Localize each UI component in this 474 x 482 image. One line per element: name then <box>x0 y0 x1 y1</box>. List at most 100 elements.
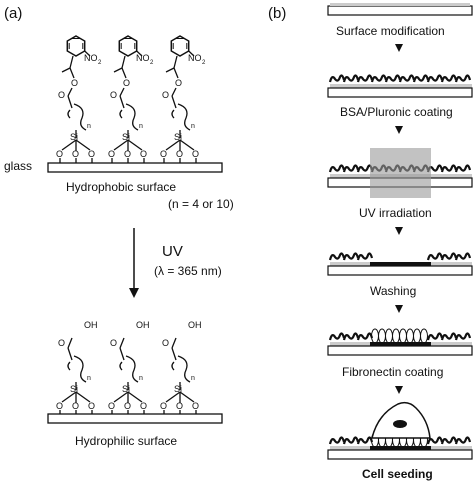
bsa-layer <box>328 252 472 262</box>
coating-layer <box>431 342 472 346</box>
oxygen-label: O <box>71 78 78 88</box>
coating-layer <box>330 262 370 266</box>
coating-layer <box>431 446 472 450</box>
oh-label: OH <box>136 320 150 330</box>
coating-layer <box>431 262 472 266</box>
slide-step-2 <box>327 87 473 98</box>
oxygen-label: O <box>108 401 115 411</box>
fibronectin-layer <box>371 328 428 344</box>
step-label-2: BSA/Pluronic coating <box>340 105 453 119</box>
slide-step-4 <box>327 265 473 276</box>
oxygen-label: O <box>58 90 65 100</box>
oxygen-label: O <box>124 149 131 159</box>
glass-substrate <box>47 162 223 173</box>
silicon-label: Si <box>174 384 182 394</box>
repeat-n: n <box>191 375 195 382</box>
step-arrow <box>395 44 403 52</box>
nitro-label: NO <box>136 53 150 63</box>
silicon-label: Si <box>174 132 182 142</box>
oxygen-label: O <box>192 401 199 411</box>
repeat-n: n <box>191 123 195 130</box>
oxygen-label: O <box>162 338 169 348</box>
oxygen-label: O <box>192 149 199 159</box>
oxygen-label: O <box>160 401 167 411</box>
hydrophobic-caption: Hydrophobic surface <box>66 180 176 194</box>
acid-molecule <box>59 337 93 417</box>
silicon-label: Si <box>70 384 78 394</box>
oh-label: OH <box>84 320 98 330</box>
oxygen-label: O <box>108 149 115 159</box>
caged-molecule <box>111 35 145 165</box>
oxygen-label: O <box>72 149 79 159</box>
step-arrow <box>395 305 403 313</box>
atom-labels-bottom: OH OH OH O O O n n n Si Si Si O O O O O … <box>56 320 202 411</box>
oxygen-label: O <box>175 78 182 88</box>
panel-b: (b) Surface modification BSA/Pluronic co… <box>268 3 473 481</box>
repeat-n: n <box>139 123 143 130</box>
oxygen-label: O <box>110 90 117 100</box>
uv-label: UV <box>162 243 183 260</box>
glass-substrate-bottom <box>47 413 223 424</box>
repeat-n: n <box>139 375 143 382</box>
step-label-6: Cell seeding <box>362 467 433 481</box>
oxygen-label: O <box>176 401 183 411</box>
step-label-5: Fibronectin coating <box>342 365 443 379</box>
oxygen-label: O <box>88 149 95 159</box>
coating-layer <box>330 446 370 450</box>
hydrophilic-pattern <box>370 262 431 266</box>
uv-arrowhead <box>129 288 139 298</box>
nitro-subscript: 2 <box>98 60 102 66</box>
step-arrow <box>395 126 403 134</box>
step-label-4: Washing <box>370 284 416 298</box>
glass-label: glass <box>4 159 32 173</box>
hydrophilic-pattern <box>370 446 431 450</box>
hydrophilic-caption: Hydrophilic surface <box>75 434 177 448</box>
oxygen-label: O <box>110 338 117 348</box>
coating-layer <box>330 3 470 6</box>
oxygen-label: O <box>140 149 147 159</box>
n-note: (n = 4 or 10) <box>168 197 234 211</box>
oxygen-label: O <box>56 149 63 159</box>
panel-a-label: (a) <box>4 5 22 22</box>
oxygen-label: O <box>176 149 183 159</box>
step-label-1: Surface modification <box>336 24 445 38</box>
oxygen-label: O <box>72 401 79 411</box>
oxygen-label: O <box>58 338 65 348</box>
step-label-3: UV irradiation <box>359 206 432 220</box>
caged-molecule <box>163 35 197 165</box>
hydrophilic-pattern <box>370 342 431 346</box>
nitro-subscript: 2 <box>150 60 154 66</box>
coating-layer <box>330 342 370 346</box>
panel-a: (a) <box>4 5 234 448</box>
oxygen-label: O <box>140 401 147 411</box>
uv-exposure-region <box>370 148 431 198</box>
bsa-layer <box>328 74 472 84</box>
slide-step-5 <box>327 345 473 356</box>
oxygen-label: O <box>162 90 169 100</box>
silicon-label: Si <box>70 132 78 142</box>
step-arrow <box>395 386 403 394</box>
caged-molecule <box>59 35 93 165</box>
silicon-label: Si <box>122 132 130 142</box>
oxygen-label: O <box>88 401 95 411</box>
wavelength-label: (λ = 365 nm) <box>154 264 222 278</box>
atom-labels-top: NO 2 NO 2 NO 2 O O O O O O n n n Si Si S… <box>56 53 206 159</box>
nitro-label: NO <box>188 53 202 63</box>
acid-molecule <box>163 337 197 417</box>
panel-b-label: (b) <box>268 5 286 22</box>
nitro-label: NO <box>84 53 98 63</box>
coating-layer <box>330 84 472 88</box>
oxygen-label: O <box>123 78 130 88</box>
acid-molecule <box>111 337 145 417</box>
step-arrow <box>395 227 403 235</box>
nitro-subscript: 2 <box>202 60 206 66</box>
repeat-n: n <box>87 375 91 382</box>
oh-label: OH <box>188 320 202 330</box>
slide-step-6 <box>327 449 473 460</box>
cell-nucleus <box>393 420 407 428</box>
oxygen-label: O <box>56 401 63 411</box>
oxygen-label: O <box>124 401 131 411</box>
oxygen-label: O <box>160 149 167 159</box>
slide-step-1 <box>327 5 473 16</box>
